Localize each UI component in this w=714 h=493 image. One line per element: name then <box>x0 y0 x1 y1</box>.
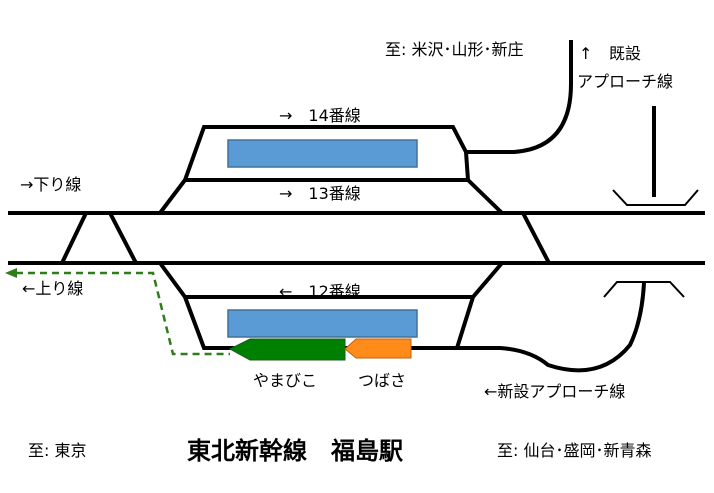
label-new-approach: ←新設アプローチ線 <box>484 382 625 401</box>
lower-siding-right <box>411 261 504 350</box>
label-track-14: → 14番線 <box>279 106 361 125</box>
crossover-left <box>60 211 138 264</box>
label-up-arrow: ↑ <box>579 44 592 63</box>
label-down-line: →下り線 <box>20 175 81 194</box>
label-to-sendai: 至: 仙台･盛岡･新青森 <box>497 441 651 460</box>
crossover-right <box>521 212 551 264</box>
label-existing-approach-1: 既設 <box>609 44 641 63</box>
label-to-tokyo: 至: 東京 <box>28 441 86 460</box>
up-line-route-arrowhead <box>5 268 17 278</box>
label-track-13: → 13番線 <box>279 184 361 203</box>
label-to-yonezawa: 至: 米沢･山形･新庄 <box>385 40 523 59</box>
new-approach-line <box>457 282 646 373</box>
yamabiko-train <box>228 338 346 361</box>
existing-approach-line <box>466 40 573 154</box>
label-up-line: ←上り線 <box>22 279 83 298</box>
label-tsubasa: つばさ <box>358 371 406 390</box>
label-existing-approach-2: アプローチ線 <box>577 72 673 91</box>
label-track-12: ← 12番線 <box>279 282 361 301</box>
diagram-title: 東北新幹線 福島駅 <box>187 437 403 465</box>
platform-upper <box>227 139 418 168</box>
label-yamabiko: やまびこ <box>253 371 317 390</box>
new-viaduct-symbol <box>603 281 685 298</box>
platform-lower <box>227 309 418 338</box>
tsubasa-train <box>344 338 412 359</box>
existing-viaduct-symbol <box>612 189 699 206</box>
